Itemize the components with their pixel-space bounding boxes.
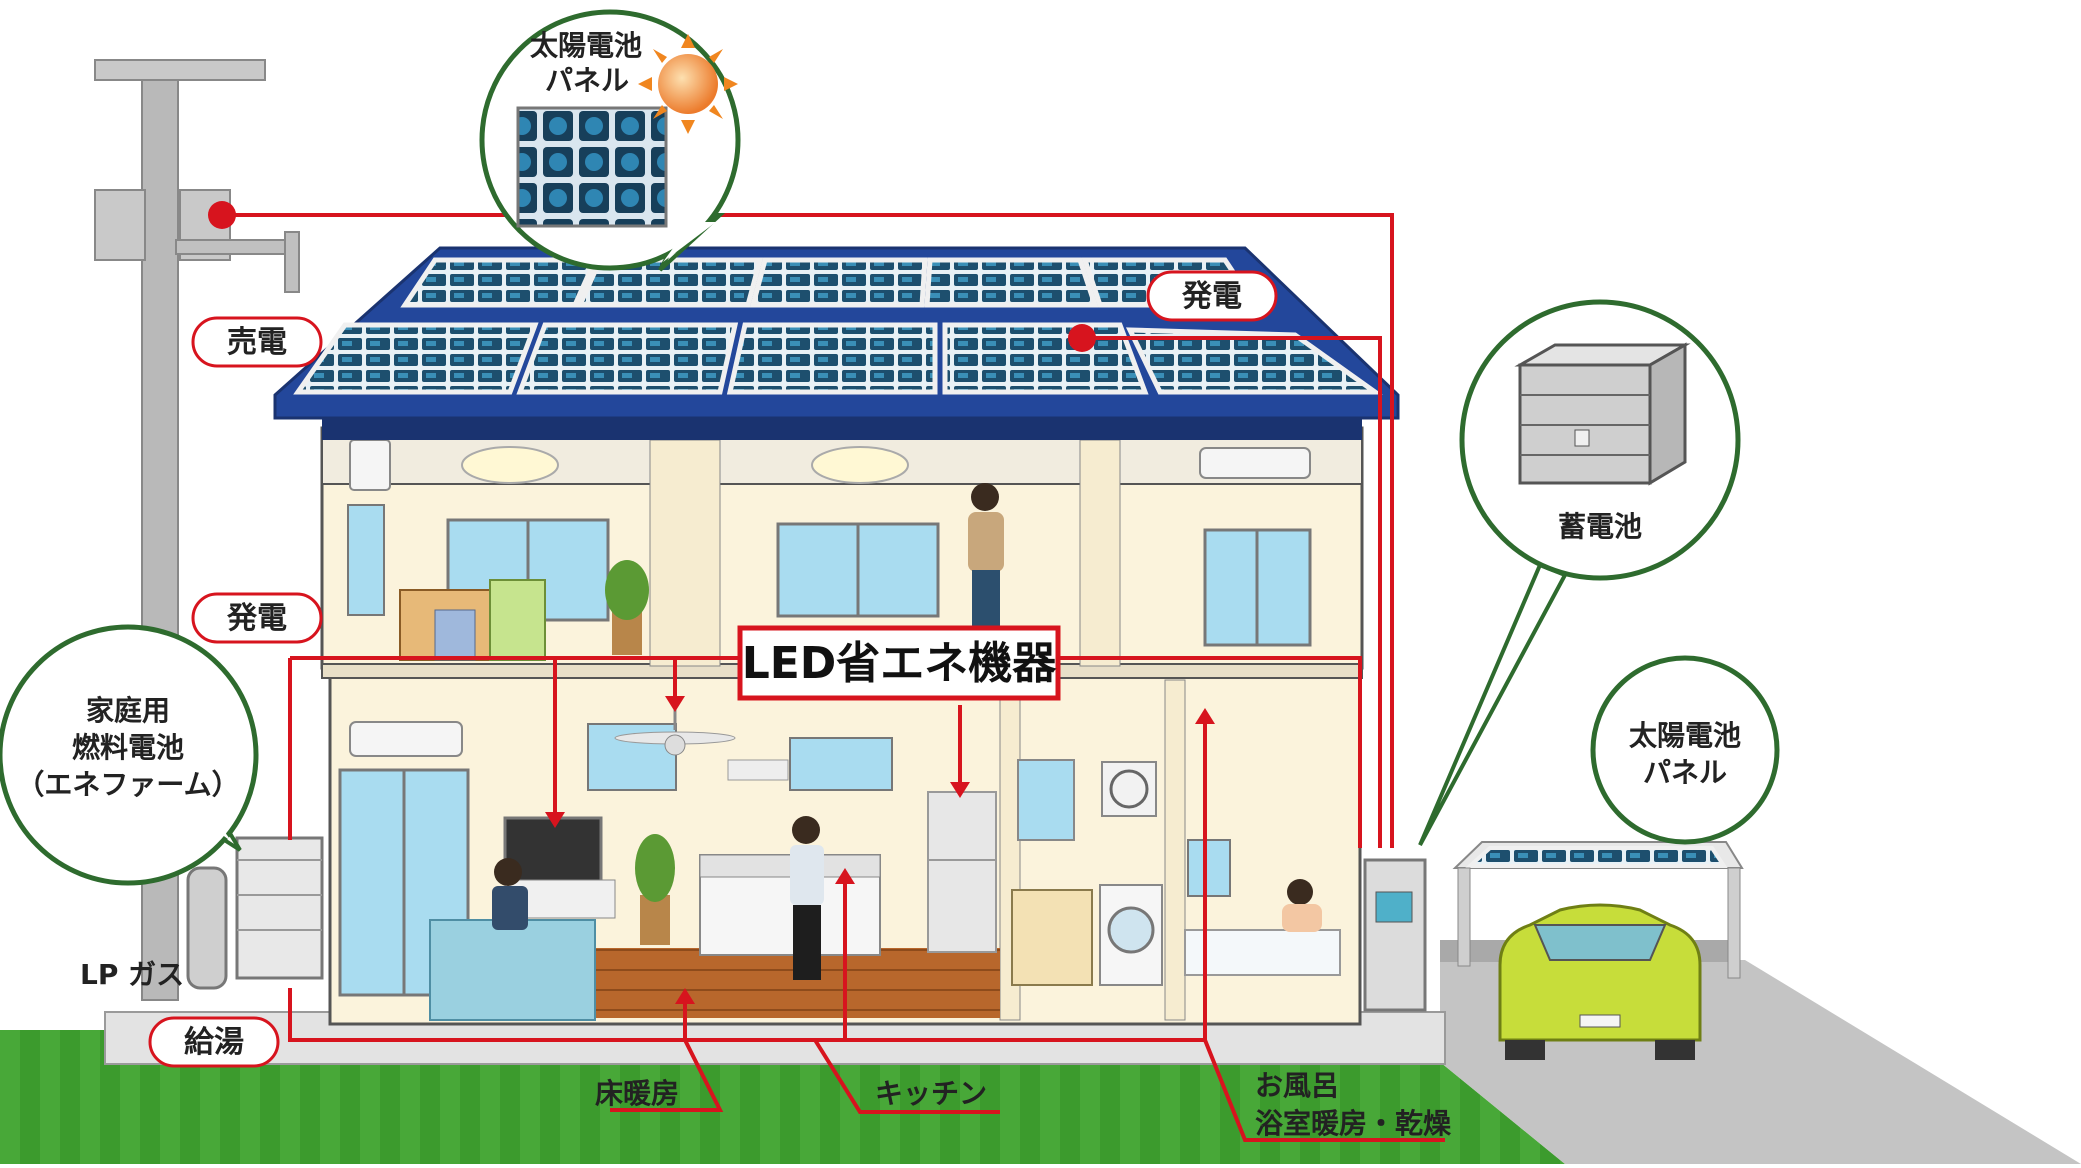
battery-callout: 蓄電池 [1418,299,1741,846]
person-bathing [1282,879,1322,932]
window [347,504,385,616]
svg-text:発電: 発電 [1181,279,1242,314]
vanity-cabinet [1011,889,1093,986]
floor-heating-label: 床暖房 [595,1077,679,1110]
generation-left-label: 発電 [191,592,323,644]
carport-solar-label-1: 太陽電池 [1629,719,1741,752]
lp-gas-label: LP ガス [80,958,184,991]
refrigerator [927,791,997,953]
solar-bubble-label-2: パネル [545,64,629,97]
window [789,737,893,791]
range-hood [727,759,789,781]
air-conditioner [349,721,463,757]
person-cooking [790,816,824,980]
ceiling-light [461,446,559,484]
person-standing-upstairs [968,483,1004,636]
fuel-cell-label-3: （エネファーム） [16,768,239,801]
sun-icon [638,34,738,134]
storage-battery-unit [1514,342,1691,486]
kitchen-label: キッチン [875,1077,987,1110]
person-sitting [492,858,528,930]
svg-text:売電: 売電 [227,325,287,360]
svg-text:LED省エネ機器: LED省エネ機器 [742,638,1058,689]
carport-solar-callout: 太陽電池 パネル [1590,655,1780,845]
bathtub [1184,929,1341,976]
carport-solar-label-2: パネル [1643,756,1727,789]
solar-bubble-label-1: 太陽電池 [530,29,642,62]
led-appliance-label: LED省エネ機器 [737,625,1061,701]
ceiling-fan [614,682,736,756]
svg-text:給湯: 給湯 [184,1025,244,1060]
potted-plant [640,895,670,945]
drawer-chest [489,579,546,661]
power-conditioner [1363,858,1427,1012]
fuel-cell-label-2: 燃料電池 [72,731,184,764]
bath-label-1: お風呂 [1255,1069,1339,1102]
lp-gas-cylinder [186,866,228,990]
air-conditioner [349,439,391,491]
generation-roof-label: 発電 [1146,270,1278,322]
carport [1452,841,1744,979]
connection-dot [208,201,236,229]
car [1498,903,1702,1060]
fuel-cell-unit [235,836,324,980]
svg-text:発電: 発電 [226,601,287,636]
bath-label-2: 浴室暖房・乾燥 [1255,1107,1452,1140]
hot-water-label: 給湯 [148,1016,280,1068]
connection-dot [1068,324,1096,352]
floor-wood [560,948,1000,1018]
bathroom-window [1187,839,1231,897]
air-conditioner [1199,447,1311,479]
flow-arrows [545,696,1215,1004]
ceiling-light [811,446,909,484]
sofa [429,919,596,1021]
fuel-cell-callout: 家庭用 燃料電池 （エネファーム） [0,624,259,886]
solar-panel-module [516,106,668,228]
solar-panel-callout: 太陽電池 パネル [479,9,741,272]
battery-label: 蓄電池 [1558,510,1642,543]
vanity-mirror [1017,759,1075,841]
sell-power-label: 売電 [191,316,323,368]
fuel-cell-label-1: 家庭用 [86,694,170,727]
